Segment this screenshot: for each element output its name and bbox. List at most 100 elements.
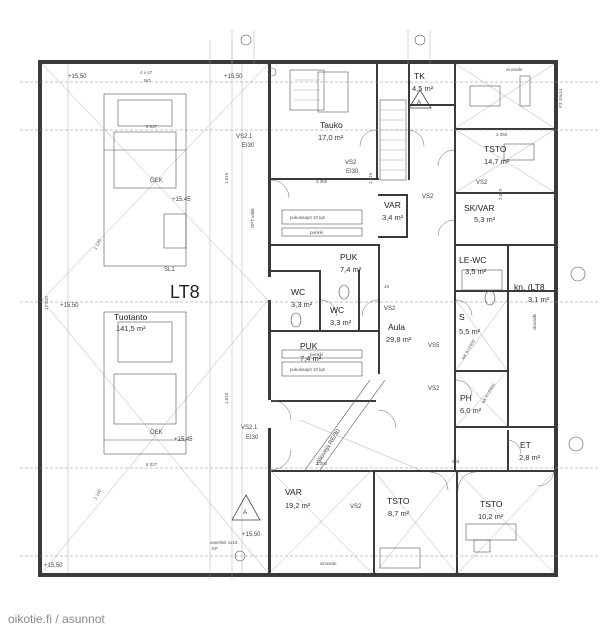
room-area-var-large: 19,2 m²	[285, 501, 311, 510]
vehicle-outline-bottom	[103, 311, 187, 455]
dim-1120-top: 1 120	[93, 238, 103, 251]
stair	[379, 99, 407, 181]
vs2-label-tauko: VS2	[345, 160, 357, 166]
grid-lines	[20, 30, 600, 580]
hall-diagonals	[41, 63, 269, 574]
dim-8027-bottom: 8 027	[146, 462, 158, 467]
room-name-aula: Aula	[388, 322, 405, 332]
dim-1120-bottom: 1 120	[93, 488, 103, 501]
annotations: +15,50 +15,50 +15,50 +15,50 +15,50 +15,4…	[44, 67, 563, 569]
ak-label-2: AK h=2400	[481, 382, 497, 404]
tauko-tables	[289, 69, 349, 113]
room-name-puk-1: PUK	[340, 252, 358, 262]
room-name-tsto-1: TSTO	[484, 144, 507, 154]
room-name-wc-2: WC	[330, 305, 344, 315]
room-name-var-large: VAR	[285, 487, 302, 497]
room-name-tsto-3: TSTO	[480, 499, 503, 509]
vs2-label-2: VS2	[422, 194, 434, 200]
vs21-label-2: VS2.1	[241, 425, 258, 431]
room-name-lewc: LE-WC	[459, 255, 486, 265]
wc-fixtures	[290, 269, 503, 328]
outer-walls	[38, 60, 558, 577]
room-name-tk: TK	[414, 71, 425, 81]
locker-row-top	[281, 209, 363, 237]
dim-3350-2: 3 350	[316, 461, 328, 466]
vehicle-outline-top	[103, 93, 187, 267]
bench-label-1: penkki	[310, 230, 323, 235]
room-name-s: S	[459, 312, 465, 322]
room-area-et: 2,8 m²	[519, 453, 541, 462]
room-area-tsto-2: 8,7 m²	[388, 509, 410, 518]
dim-3350-1: 3 350	[316, 179, 328, 184]
room-area-kn: 3,1 m²	[528, 295, 550, 304]
level-mark-1: +15,50	[68, 74, 87, 80]
room-name-kn: kn. (LT8	[514, 282, 545, 292]
ei30-label-3: EI30	[246, 435, 259, 441]
ei30-label-2: EI30	[346, 169, 359, 175]
locker-label-2: pukukaapit 10 kpl	[290, 367, 325, 372]
section-arrow-label-1: A	[243, 510, 247, 516]
no-label: NO	[144, 78, 151, 83]
room-area-s: 5,5 m²	[459, 327, 481, 336]
vinoside-label-2: vinoside	[532, 313, 537, 330]
room-area-wc-2: 3,3 m²	[330, 318, 352, 327]
room-name-wc-1: WC	[291, 287, 305, 297]
vs21-label-1: VS2.1	[236, 134, 253, 140]
room-area-skvar: 5,3 m²	[474, 215, 496, 224]
desks	[379, 75, 535, 569]
diagonal-corridor	[269, 379, 421, 574]
dim-224: 224	[452, 459, 460, 464]
level-mark-3: +15,50	[60, 303, 79, 309]
grid-label-4: 1.010	[498, 188, 503, 200]
level-mark-5: +15,50	[44, 563, 63, 569]
locker-row-bottom	[281, 349, 363, 377]
p3-label: P3 10x14	[558, 88, 563, 108]
watermark: oikotie.fi / asunnot	[8, 612, 105, 626]
vs2-label-5: VS2	[428, 386, 440, 392]
locker-label-1: pukukaapit 10 kpl	[290, 215, 325, 220]
vinoside-label-3: vinoside	[320, 561, 337, 566]
bench-label-2: penkki	[310, 352, 323, 357]
room-area-puk-1: 7,4 m²	[340, 265, 362, 274]
level-mark-2: +15,50	[224, 74, 243, 80]
oek-label-2: ÖEK	[150, 429, 163, 436]
npt-label: NPT vähk	[250, 208, 255, 228]
vanelink-label: vanelink 1x15	[210, 540, 238, 545]
room-name-puk-2: PUK	[300, 341, 318, 351]
right-wing-diagonals	[374, 63, 555, 574]
room-area-tuotanto: 141,5 m²	[116, 324, 146, 333]
room-area-wc-1: 3,3 m²	[291, 300, 313, 309]
ei30-label-1: EI30	[242, 143, 255, 149]
interior-walls	[268, 60, 554, 577]
grid-label-2: 1.010	[224, 392, 229, 404]
edge-markers	[234, 34, 586, 562]
room-area-tsto-1: 14,7 m²	[484, 157, 510, 166]
vs2-label-4: VS2	[384, 306, 396, 312]
room-area-tsto-3: 10,2 m²	[478, 512, 504, 521]
ak-label-1: AK h=2400	[461, 338, 477, 360]
oek-label-1: ÖEK	[150, 177, 163, 184]
valiovhja-label: välioveja RE/30	[315, 428, 343, 467]
room-area-tauko: 17,0 m²	[318, 133, 344, 142]
room-name-tsto-2: TSTO	[387, 496, 410, 506]
room-labels: LT8 Tuotanto 141,5 m² Tauko 17,0 m² TK 4…	[114, 71, 550, 521]
vinoside-label-1: vinoside	[506, 67, 523, 72]
room-name-tuotanto: Tuotanto	[114, 312, 148, 322]
section-arrow-label-2: A	[417, 100, 421, 106]
room-name-skvar: SK/VAR	[464, 203, 495, 213]
room-name-var-small: VAR	[384, 200, 401, 210]
level-mark-4: +15,50	[242, 532, 261, 538]
dim-17810: 17 810	[44, 296, 49, 310]
room-area-puk-2: 7,4 m²	[300, 354, 322, 363]
room-area-lewc: 3,5 m²	[465, 267, 487, 276]
js-label: JS	[384, 284, 389, 289]
kp-label: KP	[212, 546, 218, 551]
level-mark-6: +15,45	[172, 197, 191, 203]
grid-label-1: 1.010	[224, 172, 229, 184]
room-name-ph: PH	[460, 393, 472, 403]
room-area-ph: 6,0 m²	[460, 406, 482, 415]
room-area-aula: 29,8 m²	[386, 335, 412, 344]
vs5-label: VS5	[428, 343, 440, 349]
dim-8027-top: 8 027	[146, 124, 158, 129]
